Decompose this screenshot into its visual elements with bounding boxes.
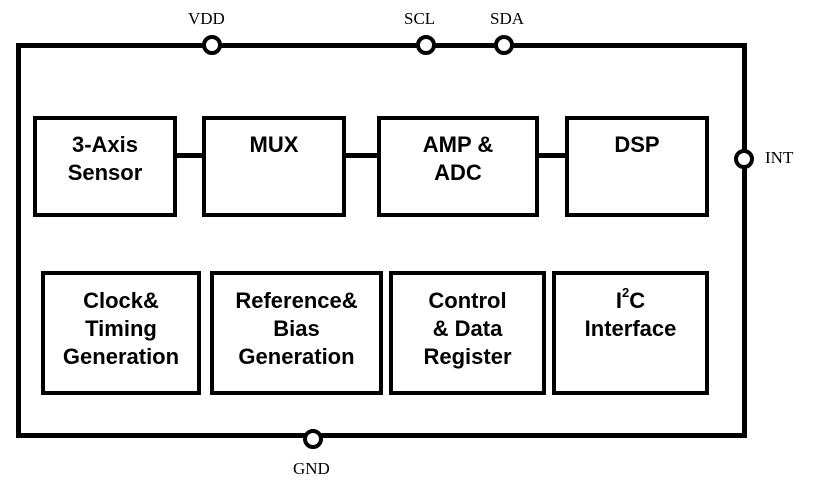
int-label: INT [765,148,794,167]
scl-label: SCL [404,9,436,28]
i2c-label: I2C Interface [584,284,677,341]
chip-outline [16,43,747,438]
int-pin [734,149,754,169]
dsp-block: DSP [565,116,709,217]
scl-pin [416,35,436,55]
wire-amp-dsp [537,153,568,158]
vdd-label: VDD [188,9,225,28]
control-data-block: Control & Data Register [389,271,546,395]
gnd-label: GND [293,459,330,478]
i2c-interface-block: I2C Interface [552,271,709,395]
reference-bias-block: Reference& Bias Generation [210,271,383,395]
amp-adc-block: AMP & ADC [377,116,539,217]
sda-pin [494,35,514,55]
gnd-pin [303,429,323,449]
wire-sensor-mux [175,153,205,158]
mux-block: MUX [202,116,346,217]
sda-label: SDA [490,9,525,28]
sensor-block: 3-Axis Sensor [33,116,177,217]
vdd-pin [202,35,222,55]
wire-mux-amp [344,153,380,158]
clock-timing-block: Clock& Timing Generation [41,271,201,395]
